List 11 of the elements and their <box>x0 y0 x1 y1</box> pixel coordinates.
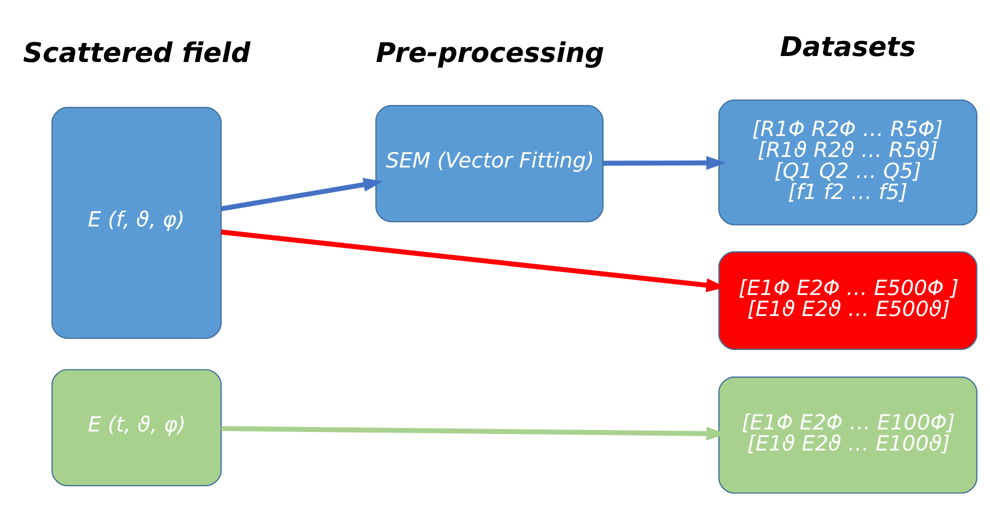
node-box: [E1Φ E2Φ … E100Φ] [E1ϑ E2ϑ … E100ϑ] <box>718 376 978 494</box>
node-box: [R1Φ R2Φ … R5Φ] [R1ϑ R2ϑ … R5ϑ] [Q1 Q2 … Q5] [f1 f2 … f5] <box>718 100 978 226</box>
arrow <box>220 178 384 212</box>
label: Datasets <box>780 32 916 63</box>
label: Scattered field <box>23 38 250 69</box>
node-box: E (f, ϑ, φ) <box>51 106 222 339</box>
node-box: SEM (Vector Fitting) <box>375 105 604 222</box>
node-box: [E1Φ E2Φ … E500Φ ] [E1ϑ E2ϑ … E500ϑ] <box>718 251 978 350</box>
node-box: E (t, ϑ, φ) <box>51 369 222 486</box>
label: Pre-processing <box>376 38 604 69</box>
arrow <box>603 156 726 170</box>
